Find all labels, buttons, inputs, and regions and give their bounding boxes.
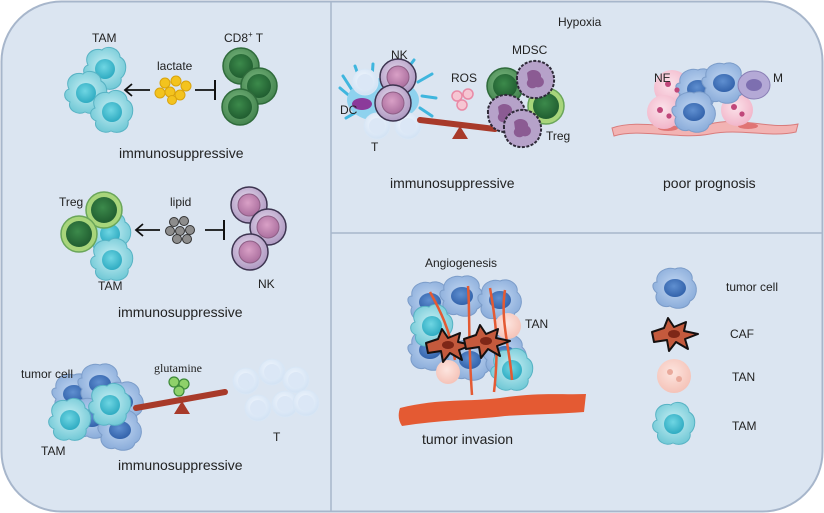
glutamine-molecules-icon	[168, 376, 190, 397]
ne-m-tissue	[611, 62, 799, 137]
legend-label-tumor-cell: tumor cell	[726, 280, 779, 294]
legend-tumor-cell-icon	[652, 267, 697, 309]
legend-label-tam: TAM	[732, 419, 757, 433]
effect-label-hypoxia: immunosuppressive	[390, 175, 515, 191]
dc-label: DC	[340, 103, 358, 117]
tumor-cell-label: tumor cell	[21, 367, 74, 381]
lactate-molecules-icon	[154, 75, 192, 105]
effect-label-row3: immunosuppressive	[118, 457, 243, 473]
seesaw-hypoxia	[417, 117, 498, 139]
legend-tam-icon	[652, 401, 696, 445]
legend-tan-icon	[657, 359, 691, 393]
treg-label: Treg	[59, 195, 84, 209]
nk-label: NK	[391, 48, 408, 62]
treg-label: Treg	[546, 129, 571, 143]
glutamine-label: glutamine	[154, 361, 202, 375]
dc-nk-t-cluster	[338, 58, 438, 140]
tam-label: TAM	[92, 31, 117, 45]
ne-label: NE	[654, 71, 671, 85]
lipid-molecules-icon	[165, 216, 195, 244]
m-label: M	[773, 71, 783, 85]
seesaw-row3	[133, 389, 228, 414]
angiogenesis-title: Angiogenesis	[425, 256, 498, 270]
legend-label-tan: TAN	[732, 370, 756, 384]
mdsc-label: MDSC	[512, 43, 548, 57]
arrow-left-icon	[134, 223, 160, 237]
nk-label: NK	[258, 277, 275, 291]
inhibit-bar-icon	[195, 80, 216, 100]
tumor-invasion-label: tumor invasion	[422, 431, 514, 447]
angiogenesis-cluster	[398, 275, 586, 426]
arrow-left-icon	[123, 83, 150, 97]
effect-label-row2: immunosuppressive	[118, 304, 243, 320]
cd8-suffix: T	[252, 31, 264, 45]
effect-label-row1: immunosuppressive	[119, 145, 244, 161]
cd8-prefix: CD8	[224, 31, 249, 45]
legend-label-caf: CAF	[730, 327, 754, 341]
cd8-t-label: CD8+ T	[224, 30, 264, 45]
tan-label: TAN	[525, 317, 549, 331]
inhibit-bar-icon	[205, 220, 225, 240]
cd8-sup: +	[248, 30, 253, 39]
ros-label: ROS	[451, 71, 478, 85]
tam-label: TAM	[98, 279, 123, 293]
ros-molecules-icon	[451, 88, 474, 111]
hypoxia-title: Hypoxia	[558, 15, 602, 29]
poor-prognosis-label: poor prognosis	[663, 175, 756, 191]
lipid-label: lipid	[170, 195, 192, 209]
t-label: T	[371, 140, 379, 154]
tam-label: TAM	[41, 444, 66, 458]
t-label: T	[273, 430, 281, 444]
lactate-label: lactate	[157, 59, 193, 73]
